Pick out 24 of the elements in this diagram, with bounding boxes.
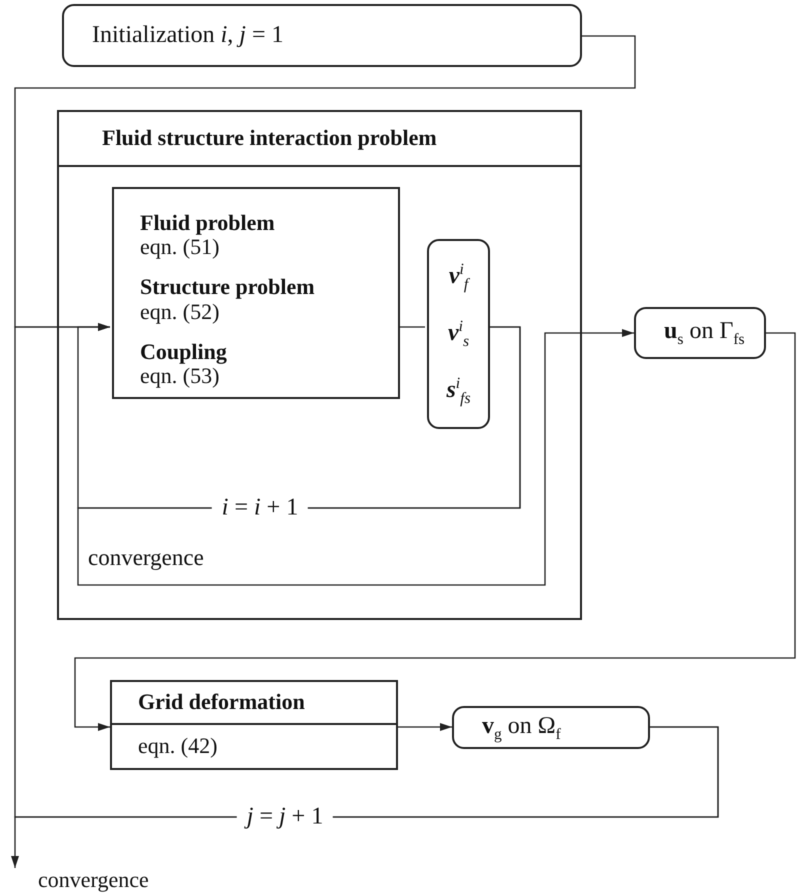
process-box [110,680,398,770]
process-title: Fluid problem [140,211,275,236]
rounded-box [452,706,650,749]
connector-arrow [74,332,796,731]
connector-arrow [11,726,719,868]
vector-box [427,239,490,429]
node-text: convergence [38,868,149,892]
process-box [112,187,400,399]
process-title: Grid deformation [138,690,305,715]
connector-arrow [398,723,452,731]
node-text: v$_{g}$ on Ω$_{f}$ [482,712,561,742]
node-text: Initialization i, j = 1 [92,22,284,49]
group-heading: Fluid structure interaction problem [102,126,437,151]
equation-reference: eqn. (53) [140,364,220,388]
equation-reference: eqn. (42) [138,734,218,759]
rounded-box [62,4,582,67]
rounded-box [634,307,766,359]
process-title: Coupling [140,340,227,364]
equation-reference: eqn. (51) [140,235,220,260]
process-title: Structure problem [140,275,315,300]
connector-arrow [77,326,634,586]
node-text: u$_{s}$ on Γ$_{fs}$ [664,318,745,348]
edge-label: convergence [88,545,204,571]
equation-reference: eqn. (52) [140,300,220,324]
